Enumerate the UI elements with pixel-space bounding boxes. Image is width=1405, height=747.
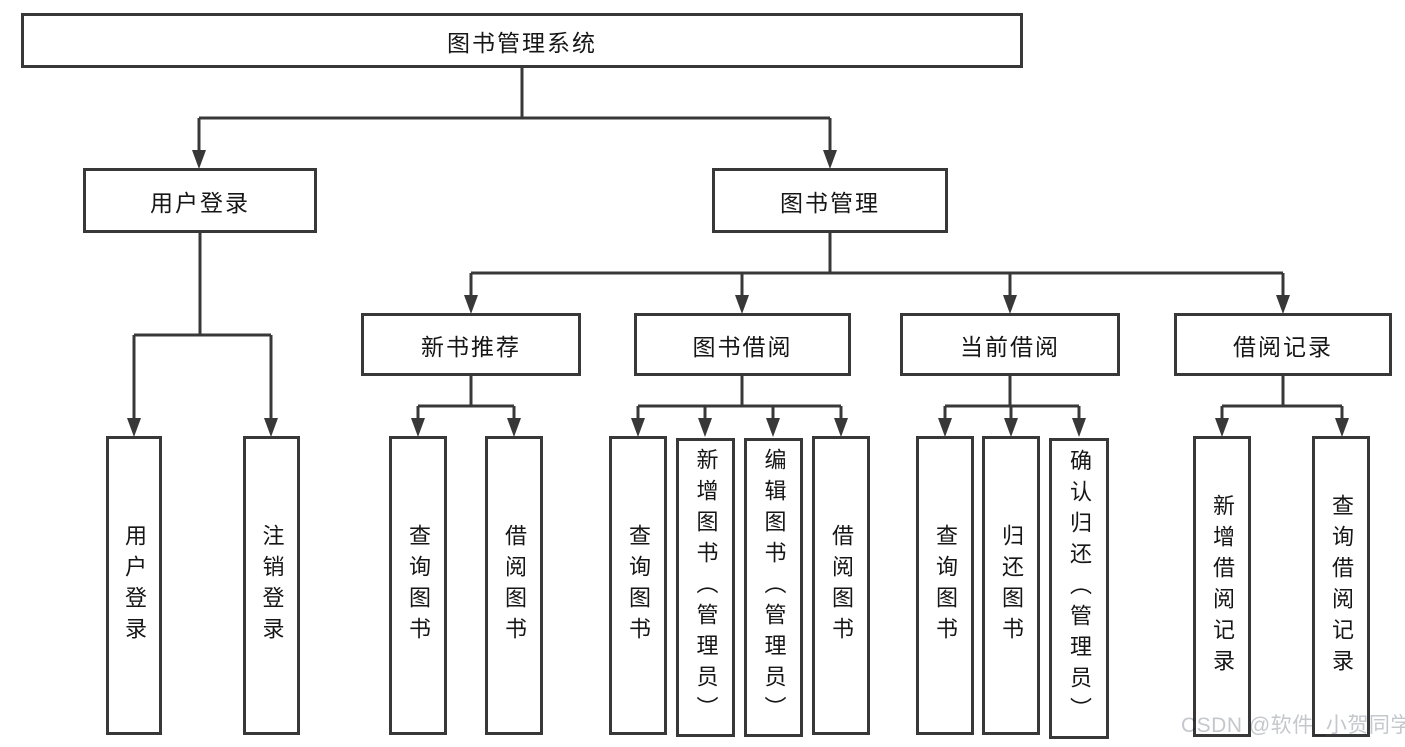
csdn-watermark: CSDN @软件_小贺同学: [1181, 714, 1405, 737]
leaf-return-books: 归还图书: [982, 436, 1040, 735]
leaf-query-books-recommend: 查询图书: [389, 436, 447, 735]
leaf-label: 查询图书: [933, 523, 958, 648]
node-label: 图书管理: [780, 189, 880, 216]
leaf-label: 借阅图书: [502, 523, 527, 648]
leaf-add-books-admin: 新增图书（管理员）: [676, 438, 735, 737]
node-book-borrow: 图书借阅: [634, 313, 851, 376]
node-label: 当前借阅: [960, 333, 1060, 360]
leaf-label: 新增图书（管理员）: [693, 448, 719, 727]
leaf-query-books-current: 查询图书: [916, 436, 974, 735]
node-library-management-system: 图书管理系统: [21, 13, 1023, 68]
arrowheads: [127, 150, 1349, 437]
leaf-label: 查询图书: [626, 523, 651, 648]
leaf-logout: 注销登录: [243, 436, 300, 735]
leaf-query-borrow-record: 查询借阅记录: [1312, 436, 1370, 737]
node-current-borrow: 当前借阅: [900, 313, 1120, 376]
leaf-confirm-return-admin: 确认归还（管理员）: [1049, 438, 1109, 739]
node-new-book-recommend: 新书推荐: [361, 313, 581, 376]
node-label: 借阅记录: [1233, 333, 1333, 360]
leaf-label: 借阅图书: [829, 523, 854, 648]
node-label: 用户登录: [150, 189, 250, 216]
node-label: 图书借阅: [692, 333, 793, 360]
node-borrow-records: 借阅记录: [1174, 313, 1392, 376]
leaf-label: 查询图书: [406, 523, 431, 648]
leaf-label: 新增借阅记录: [1210, 493, 1235, 680]
leaf-label: 注销登录: [259, 523, 285, 648]
leaf-borrow-books-recommend: 借阅图书: [485, 436, 543, 735]
leaf-query-books-borrow: 查询图书: [609, 436, 667, 735]
leaf-edit-books-admin: 编辑图书（管理员）: [744, 438, 803, 737]
leaf-label: 查询借阅记录: [1329, 493, 1354, 680]
leaf-label: 确认归还（管理员）: [1067, 449, 1092, 728]
node-label: 新书推荐: [421, 333, 521, 360]
leaf-borrow-books: 借阅图书: [812, 436, 870, 735]
leaf-label: 用户登录: [122, 523, 147, 648]
leaf-label: 编辑图书（管理员）: [761, 448, 787, 727]
leaf-user-login: 用户登录: [106, 436, 162, 735]
node-label: 图书管理系统: [447, 29, 597, 56]
leaf-add-borrow-record: 新增借阅记录: [1193, 436, 1251, 737]
node-user-login: 用户登录: [83, 168, 317, 233]
node-book-management: 图书管理: [712, 168, 948, 233]
leaf-label: 归还图书: [999, 523, 1024, 648]
